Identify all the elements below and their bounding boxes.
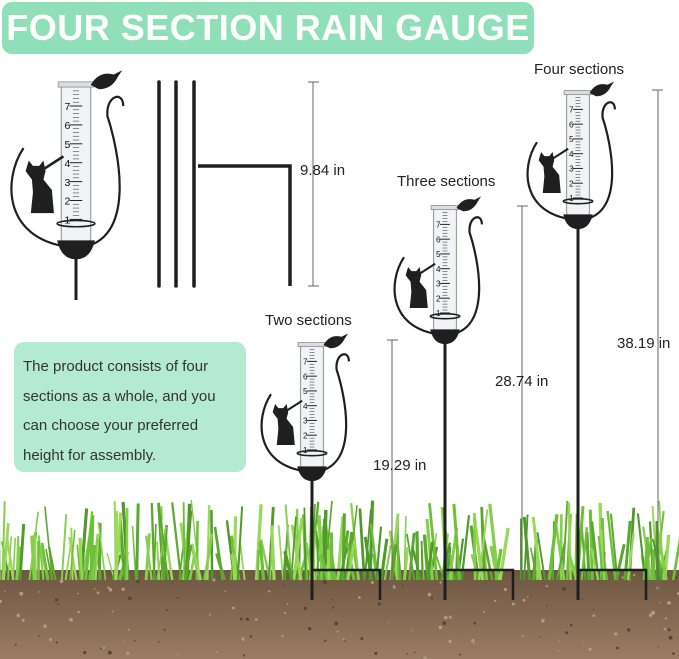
tube-scale-number: 3 [569,165,574,174]
cat-silhouette [538,152,561,194]
tube-scale-number: 4 [303,402,308,411]
gauge-two-height-label: 19.29 in [373,457,427,474]
ground-stake-part [198,164,292,286]
tube-scale-number: 7 [436,221,441,230]
dimension-lines [308,81,663,591]
parts-height-label: 9.84 in [300,162,346,179]
tube-scale-number: 2 [64,196,70,208]
bird-silhouette [589,81,615,97]
tube-scale-number: 4 [436,265,441,274]
cat-silhouette [25,160,54,214]
info-box: The product consists of four sections as… [14,342,246,472]
tube-scale-number: 5 [569,135,574,144]
tube-scale-number: 6 [303,372,308,381]
tube-scale-number: 6 [436,235,441,244]
tube-scale-number: 4 [64,158,70,170]
tube-scale-number: 3 [436,280,441,289]
tube-scale-number: 5 [436,250,441,259]
tube-scale-number: 7 [569,106,574,115]
bird-silhouette [323,333,349,349]
bird-silhouette [456,196,482,212]
cat-silhouette [405,267,428,309]
gauge-three-height-label: 28.74 in [495,373,549,390]
tube-scale-number: 7 [64,101,70,113]
gauge-four-sections-label: Four sections [534,61,625,78]
frame-curl [10,95,125,249]
base-cup [563,214,593,230]
page-title: FOUR SECTION RAIN GAUGE [2,2,534,54]
tube-scale-number: 2 [569,179,574,188]
bird-silhouette [90,70,123,90]
frame-curl [526,101,616,222]
tube-scale-number: 2 [436,294,441,303]
frame-curl [393,216,483,337]
info-text: The product consists of four sections as… [23,358,216,464]
soil [0,570,679,659]
tube-scale-number: 5 [303,387,308,396]
base-cup [430,329,460,345]
tube-scale-number: 4 [569,150,574,159]
frame-curl [260,353,350,474]
loose-stakes [157,80,196,288]
cat-silhouette [272,404,295,446]
gauge-four-height-label: 38.19 in [617,335,671,352]
tube-scale-number: 6 [64,120,70,132]
tube-scale-number: 3 [303,417,308,426]
base-cup [57,240,95,260]
gauge-two-sections-label: Two sections [265,312,352,329]
grass [0,500,679,581]
tube-scale-number: 2 [303,431,308,440]
tube-scale-number: 7 [303,358,308,367]
tube-scale-number: 6 [569,120,574,129]
tube-scale-number: 3 [64,177,70,189]
tube-scale-number: 5 [64,139,70,151]
base-cup [297,466,327,482]
soil-texture [0,574,679,659]
gauge-three-sections-label: Three sections [397,173,496,190]
